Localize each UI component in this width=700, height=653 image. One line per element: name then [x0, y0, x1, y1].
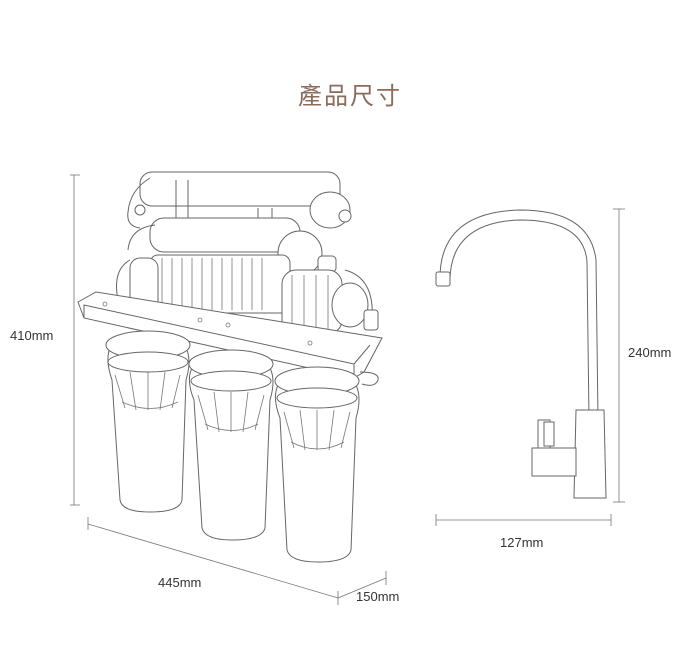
membrane-tube	[127, 171, 352, 240]
depth-dimension-line-filter	[337, 571, 387, 599]
horizontal-filter	[116, 254, 379, 335]
height-label-filter: 410mm	[10, 328, 54, 343]
height-label-faucet: 240mm	[628, 345, 672, 360]
filter-canister-3	[274, 366, 379, 563]
faucet	[435, 209, 607, 499]
filter-canister-2	[188, 349, 274, 541]
width-label-filter: 445mm	[158, 575, 202, 590]
water-filter-unit	[77, 171, 383, 563]
post-filter-tube	[127, 204, 337, 276]
height-dimension-line-faucet	[613, 208, 625, 503]
width-label-faucet: 127mm	[500, 535, 544, 550]
depth-label-filter: 150mm	[356, 589, 400, 604]
page-title: 產品尺寸	[298, 82, 402, 110]
height-dimension-line-filter	[70, 174, 80, 506]
filter-canister-1	[105, 330, 191, 513]
width-dimension-line-faucet	[435, 514, 612, 526]
